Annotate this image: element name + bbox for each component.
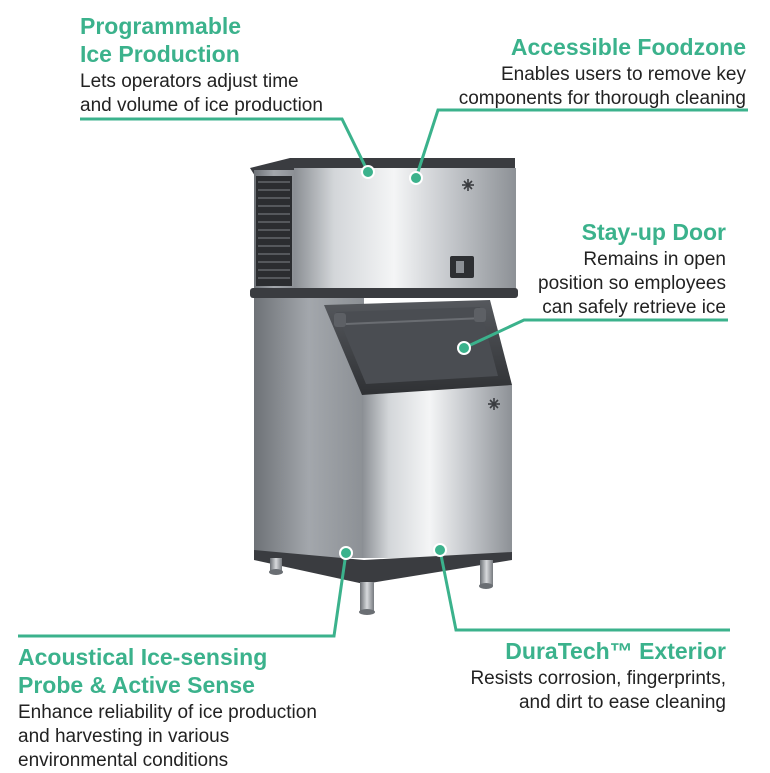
callout-lines: [18, 108, 748, 638]
callout-dot-programmable: [361, 165, 375, 179]
callout-title: Accessible Foodzone: [510, 34, 746, 60]
callout-line-duratech: [438, 549, 730, 632]
callout-accessible-foodzone: Accessible Foodzone Enables users to rem…: [386, 33, 746, 111]
power-switch-icon: [450, 256, 474, 278]
callout-description: Remains in open position so employees ca…: [538, 249, 726, 318]
ice-storage-bin: [254, 298, 512, 584]
callout-title: Acoustical Ice-sensing Probe & Active Se…: [18, 644, 268, 698]
callout-title: Programmable Ice Production: [80, 13, 242, 67]
callout-line-programmable: [80, 117, 370, 173]
condenser-vent-grille: [256, 176, 292, 286]
callout-programmable-ice-production: Programmable Ice Production Lets operato…: [80, 12, 380, 118]
callout-title: Stay-up Door: [581, 219, 726, 245]
snowflake-logo-icon: [488, 398, 500, 410]
callout-duratech-exterior: DuraTech™ Exterior Resists corrosion, fi…: [406, 637, 726, 715]
callout-acoustical-probe: Acoustical Ice-sensing Probe & Active Se…: [18, 643, 378, 773]
callout-dot-door: [457, 341, 471, 355]
callout-description: Enables users to remove key components f…: [458, 64, 746, 109]
bin-legs: [269, 558, 493, 615]
callout-dots: [339, 165, 471, 560]
callout-dot-duratech: [433, 543, 447, 557]
callout-description: Enhance reliability of ice production an…: [18, 702, 317, 771]
ice-machine-head: [250, 158, 518, 298]
callout-title: DuraTech™ Exterior: [505, 638, 726, 664]
snowflake-logo-icon: [462, 179, 474, 191]
callout-line-foodzone: [414, 108, 748, 179]
callout-description: Lets operators adjust time and volume of…: [80, 71, 323, 116]
stay-up-door: [324, 300, 512, 395]
callout-description: Resists corrosion, fingerprints, and dir…: [470, 668, 726, 713]
callout-line-probe: [18, 552, 348, 638]
callout-stay-up-door: Stay-up Door Remains in open position so…: [466, 218, 726, 320]
callout-dot-foodzone: [409, 171, 423, 185]
callout-dot-probe: [339, 546, 353, 560]
callout-line-door: [463, 318, 728, 350]
